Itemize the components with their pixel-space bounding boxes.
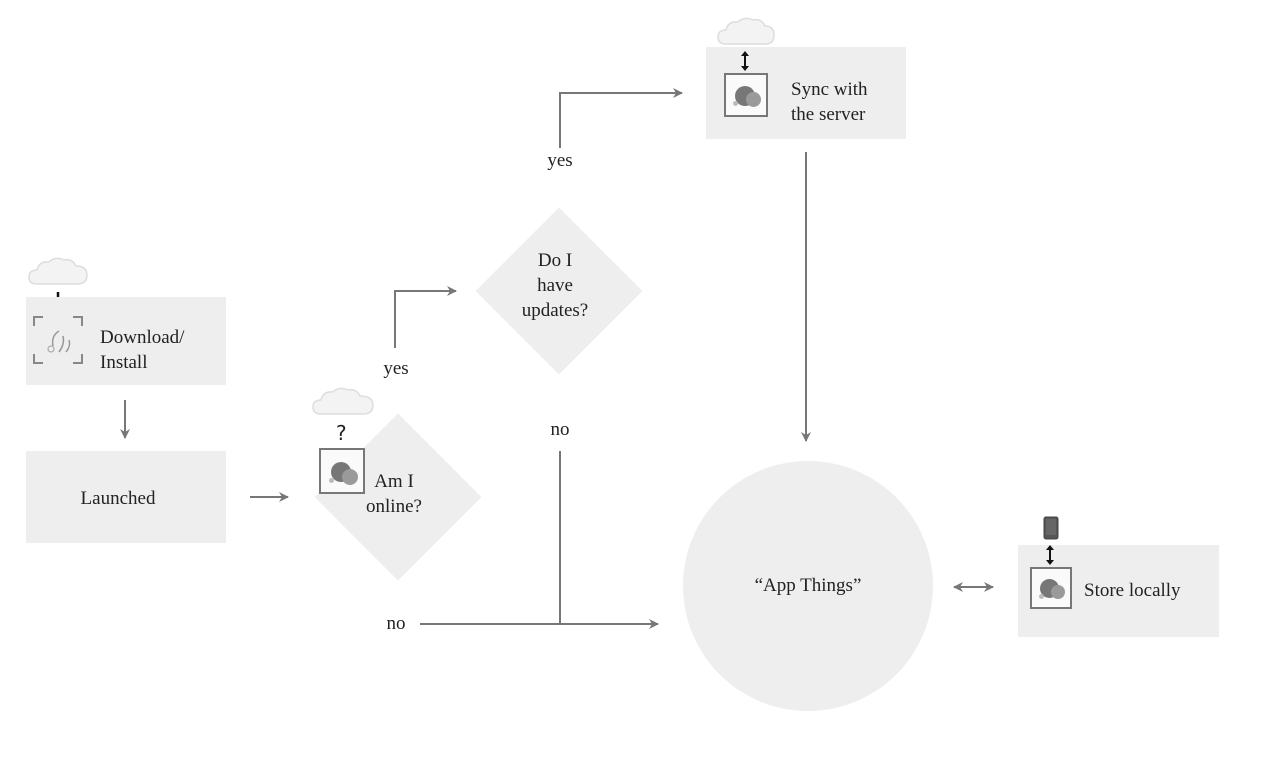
updates-yes-label: yes [547, 150, 573, 171]
question-mark-icon: ? [336, 421, 347, 445]
arrow-updates-yes-to-sync [559, 88, 683, 148]
cloud-icon [28, 257, 88, 285]
phone-icon [1043, 516, 1059, 540]
app-icon [319, 448, 365, 494]
store-locally-label: Store locally [1084, 580, 1181, 601]
updates-decision-label: Do I have updates? [521, 250, 589, 321]
app-installing-icon [33, 316, 83, 364]
online-no-label: no [386, 613, 406, 634]
arrow-online-yes-to-updates [394, 286, 457, 348]
sync-server-label: Sync with the server [791, 79, 868, 125]
app-icon [1030, 567, 1072, 609]
app-things-label: “App Things” [754, 575, 862, 596]
launched-box [26, 451, 226, 543]
sync-arrow-icon [741, 51, 749, 71]
app-icon [724, 73, 768, 117]
app-things-circle [683, 461, 933, 711]
download-install-box [26, 297, 226, 385]
updates-no-label: no [550, 419, 570, 440]
launched-label: Launched [80, 488, 156, 509]
download-install-label: Download/ Install [100, 327, 185, 373]
cloud-icon [312, 387, 374, 415]
sync-arrow-icon [1046, 545, 1054, 565]
online-decision-label: Am I online? [366, 471, 422, 517]
online-yes-label: yes [383, 358, 409, 379]
cloud-icon [717, 17, 775, 45]
